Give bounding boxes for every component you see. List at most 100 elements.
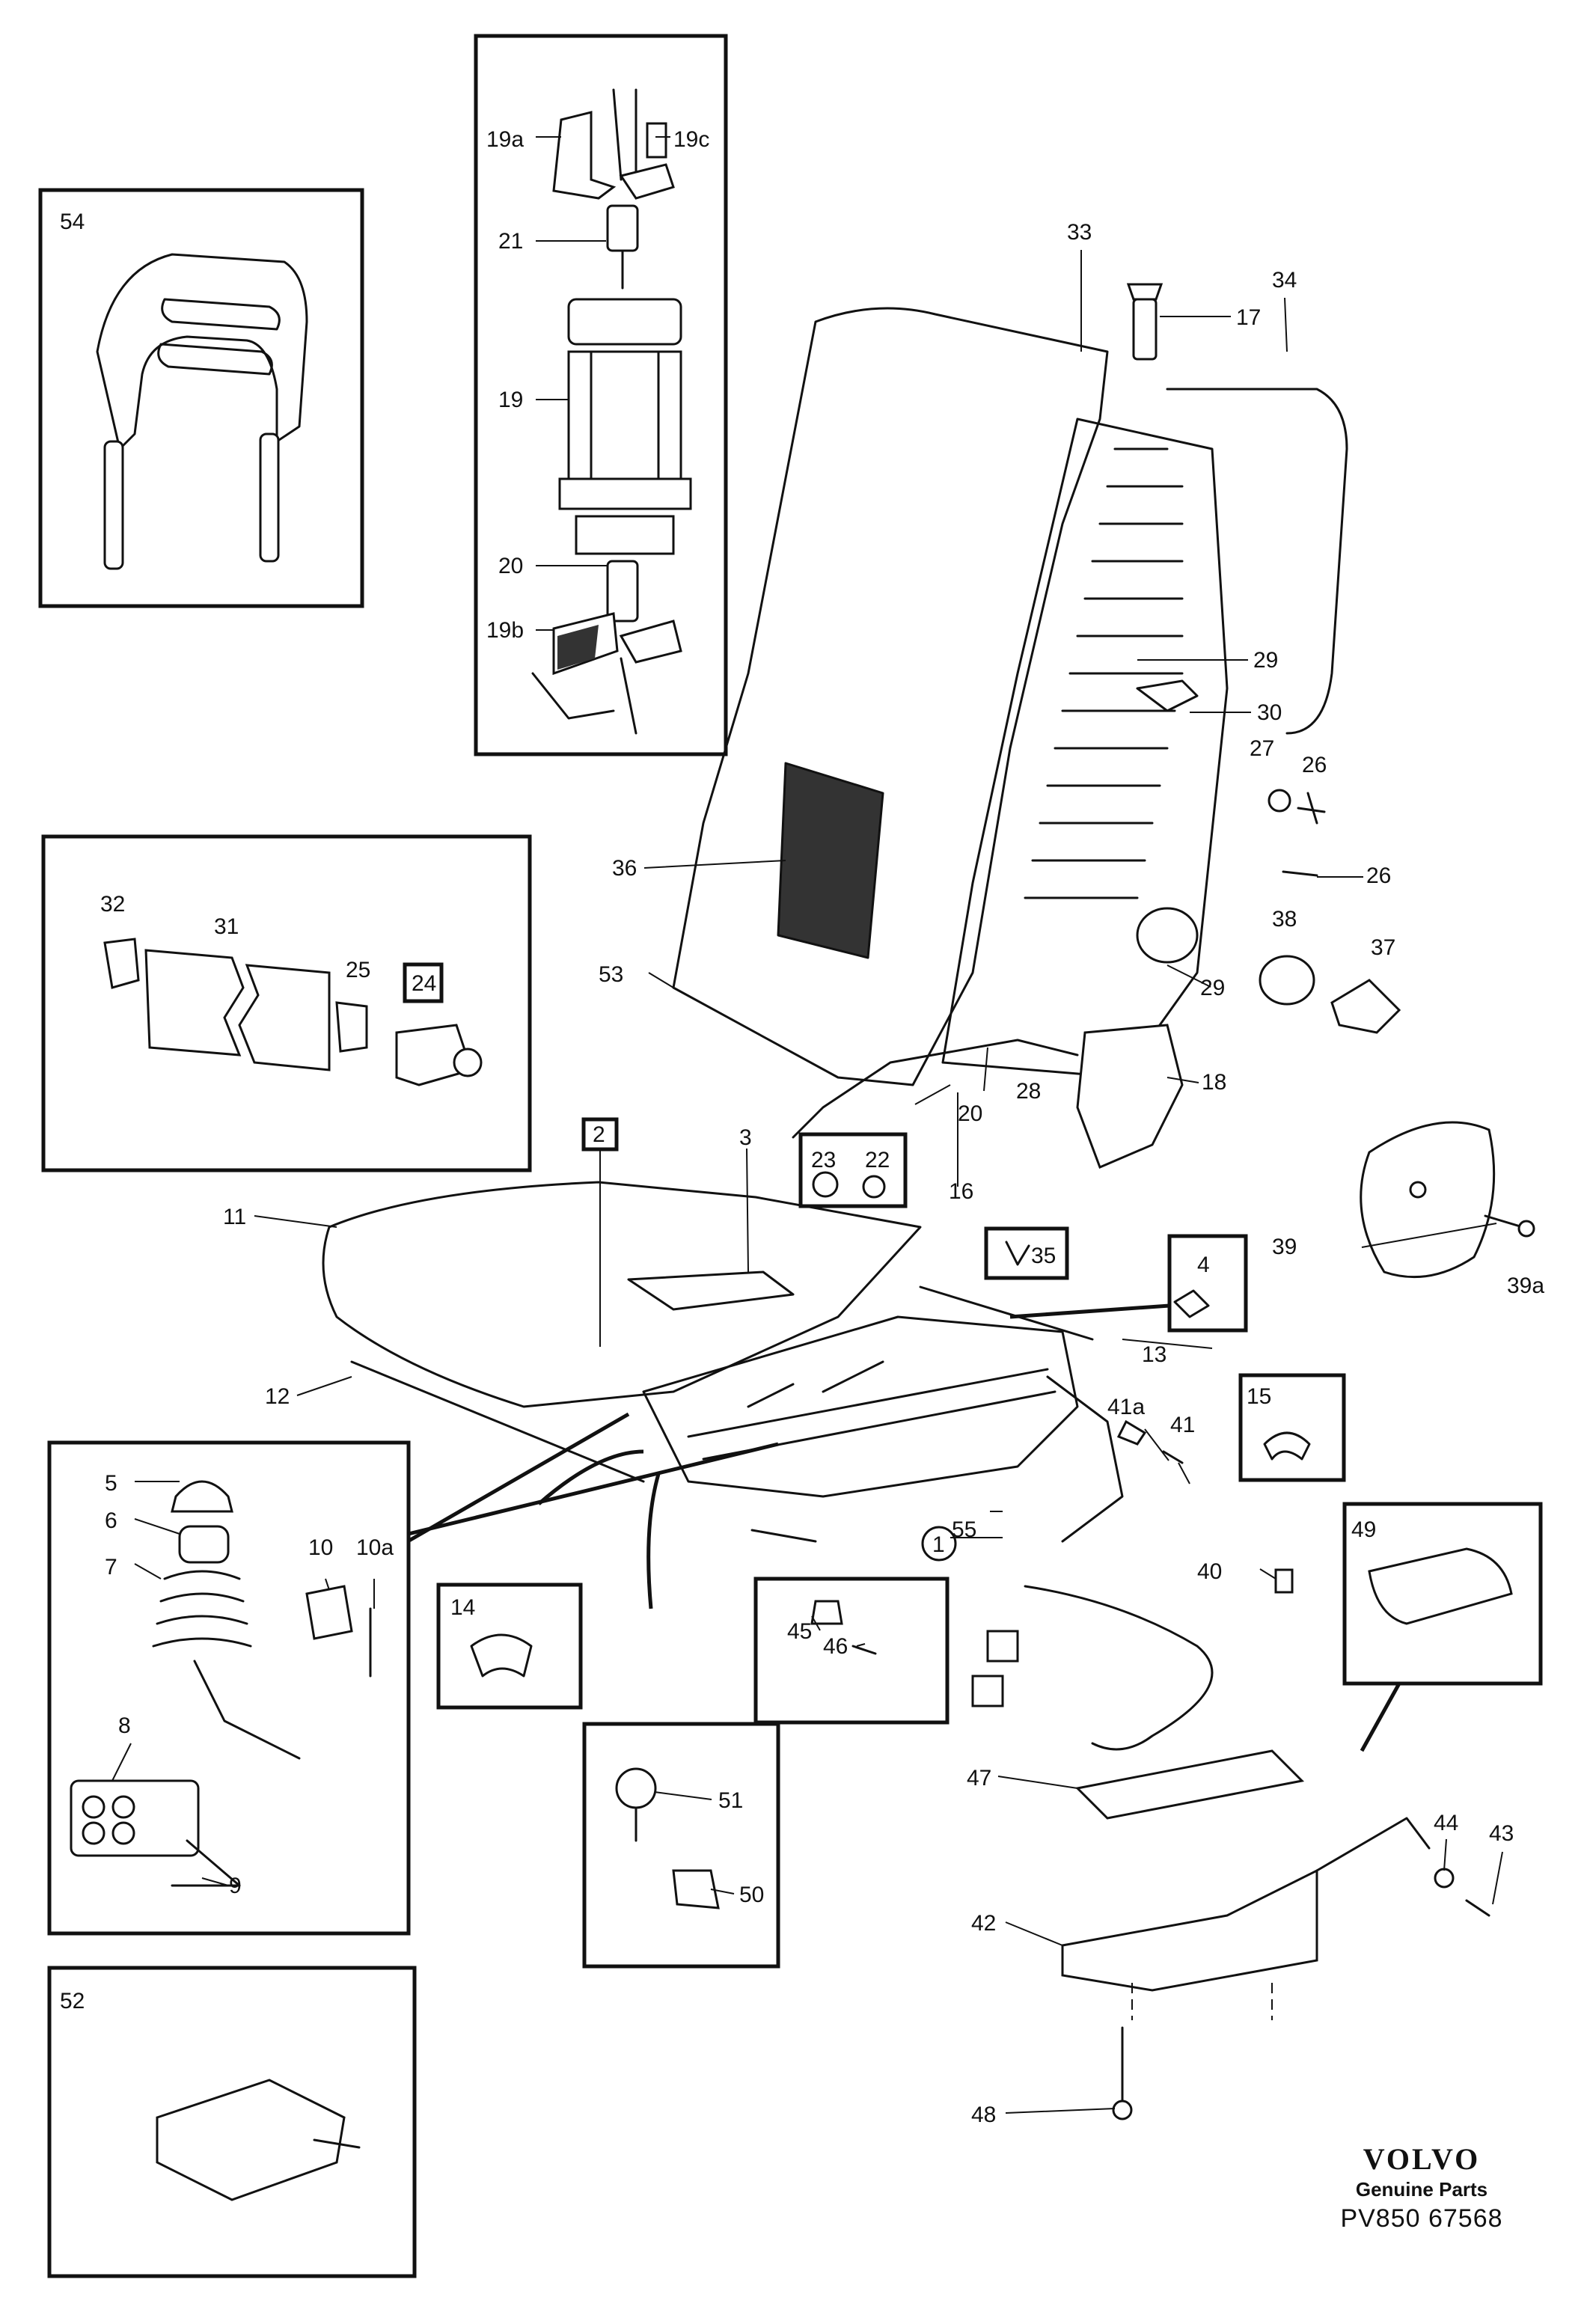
headrest-post-left (103, 440, 124, 570)
seat-cushion-2 (627, 1270, 795, 1311)
screw-19c (646, 122, 667, 159)
callout-19: 19 (498, 388, 523, 412)
inset-54-headrest (38, 188, 364, 608)
clip-32 (103, 938, 140, 989)
volvo-logo: VOLVO (1363, 2142, 1481, 2176)
callout-21: 21 (498, 229, 523, 254)
heating-pad-31-right (238, 964, 331, 1071)
leader-lines (111, 136, 1503, 2114)
callout-22: 22 (865, 1148, 890, 1172)
part-diagram-code: PV850 67568 (1340, 2204, 1503, 2233)
callout-8: 8 (118, 1713, 131, 1738)
callout-34: 34 (1272, 268, 1297, 293)
washer-22 (862, 1175, 886, 1199)
washer-38 (1259, 955, 1315, 1006)
callout-43: 43 (1489, 1821, 1514, 1846)
callout-24: 24 (412, 971, 436, 996)
cable-connector-21 (606, 204, 639, 252)
seat-frame (642, 1315, 1079, 1498)
wiring-and-switch-panel (971, 1568, 1490, 2120)
inset-part-50-51 (582, 1722, 780, 1969)
bracket-19a-plate (619, 163, 675, 200)
callout-19a: 19a (486, 127, 524, 152)
inset-relay-52 (47, 1966, 417, 2278)
lumbar-pad-36 (777, 762, 884, 959)
spring-7 (152, 1570, 252, 1648)
callout-3: 3 (739, 1125, 752, 1150)
callout-40: 40 (1197, 1559, 1222, 1584)
callout-16: 16 (949, 1179, 973, 1204)
headrest-slot-2 (157, 343, 273, 376)
callout-4: 4 (1197, 1253, 1210, 1277)
clip-51 (615, 1767, 657, 1809)
screw-46 (851, 1645, 877, 1655)
callout-37: 37 (1371, 935, 1395, 960)
callout-6: 6 (105, 1508, 117, 1533)
callout-54: 54 (60, 210, 85, 234)
callout-7: 7 (105, 1555, 117, 1580)
inset-part-14 (436, 1583, 583, 1710)
inset-part-49 (1342, 1502, 1543, 1752)
switch-10 (305, 1585, 353, 1640)
knob-37 (1330, 979, 1401, 1034)
callout-19c: 19c (673, 127, 709, 152)
callout-47: 47 (967, 1766, 991, 1791)
seat-springs-3 (687, 1360, 1057, 1461)
spring-30 (1136, 679, 1199, 712)
seat-rail-55 (1046, 1375, 1124, 1543)
part-15-box (1238, 1373, 1346, 1482)
screw-39a (1484, 1214, 1524, 1229)
callout-10: 10 (308, 1535, 333, 1560)
callout-35: 35 (1031, 1244, 1056, 1268)
connector-8 (70, 1779, 200, 1857)
switch-panel-47 (1074, 1749, 1305, 1820)
console-42 (1061, 1868, 1318, 1992)
callout-29-b: 29 (1200, 976, 1225, 1000)
clip-25 (335, 1001, 368, 1053)
wire-9 (171, 1839, 241, 1887)
callout-26-a: 26 (1302, 753, 1327, 777)
callout-41: 41 (1170, 1413, 1195, 1437)
headrest-post-right (259, 432, 280, 563)
callout-38: 38 (1272, 907, 1297, 932)
nut-45 (810, 1600, 843, 1625)
callout-53: 53 (599, 962, 623, 987)
callout-11: 11 (223, 1205, 246, 1229)
bushing-23 (812, 1171, 839, 1198)
callout-48: 48 (971, 2103, 996, 2127)
callout-39a: 39a (1507, 1273, 1544, 1298)
callout-32: 32 (100, 892, 125, 917)
cable-20 (792, 1039, 1079, 1139)
callout-box-2 (581, 1117, 619, 1152)
callout-5: 5 (105, 1471, 117, 1496)
small-parts-23-22 (798, 1132, 908, 1208)
nut-41a (1116, 1419, 1147, 1446)
callout-15: 15 (1247, 1384, 1271, 1409)
inset-part-45-46 (753, 1577, 950, 1725)
clip-50 (672, 1869, 720, 1909)
callout-1: 1 (932, 1532, 945, 1557)
callout-20-top: 20 (498, 554, 523, 578)
strip-12 (350, 1360, 645, 1483)
washer-44 (1434, 1868, 1455, 1889)
bracket-19a (552, 111, 617, 200)
inset-switch-5-10 (47, 1440, 779, 1936)
callout-51: 51 (718, 1788, 743, 1813)
screw-43 (1465, 1899, 1490, 1917)
knob-5 (171, 1480, 233, 1513)
sleeve-6 (178, 1525, 230, 1564)
callout-46: 46 (823, 1634, 848, 1659)
side-cover-39 (1360, 1121, 1535, 1279)
wiring-harness (1024, 1585, 1214, 1751)
callout-17: 17 (1236, 305, 1261, 330)
harness-connector-a (986, 1630, 1019, 1663)
callout-42: 42 (971, 1911, 996, 1936)
callout-labels: 54 19a 19c 21 19 20 19b 33 17 34 29 30 2… (60, 127, 1544, 2127)
callout-28: 28 (1016, 1079, 1041, 1104)
callout-45: 45 (787, 1619, 812, 1644)
callout-12: 12 (265, 1384, 290, 1409)
recliner-mechanism-18 (1076, 1024, 1184, 1169)
inset-seat-motor (474, 34, 728, 756)
callout-13: 13 (1142, 1342, 1166, 1367)
